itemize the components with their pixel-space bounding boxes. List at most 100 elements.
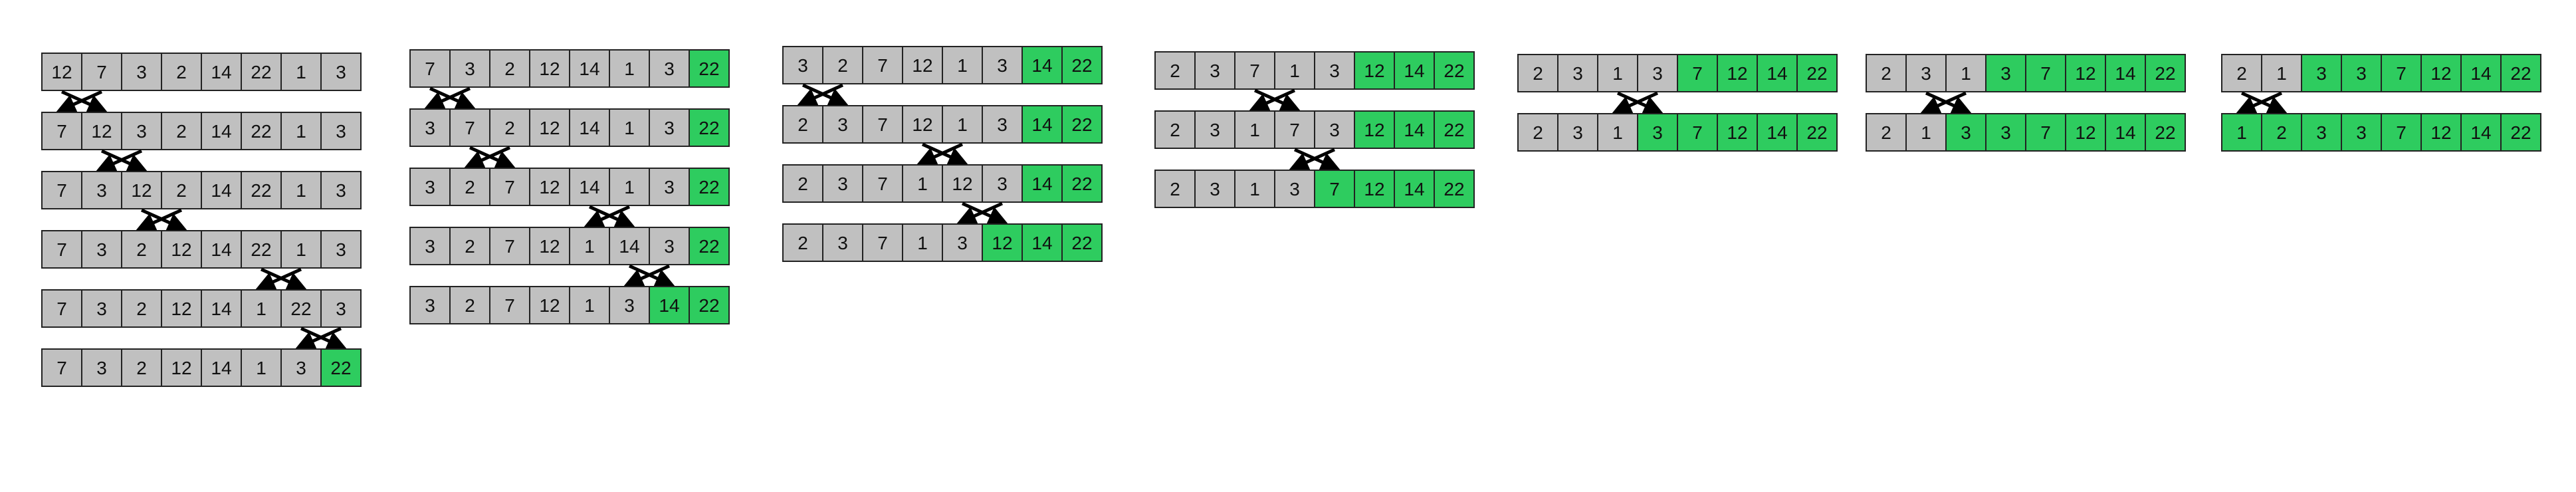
cell-value: 7 xyxy=(1329,179,1340,199)
cell-value: 7 xyxy=(877,174,888,194)
swap-arrows-icon xyxy=(95,149,148,173)
array-cell xyxy=(1274,170,1315,208)
cell-value: 3 xyxy=(96,358,107,378)
cell-value: 3 xyxy=(2000,63,2011,84)
array-cell xyxy=(201,53,242,91)
cell-value: 2 xyxy=(2276,122,2287,143)
array-cell xyxy=(1637,54,1678,92)
cell-value: 14 xyxy=(1404,120,1424,140)
cell-value: 22 xyxy=(251,239,271,260)
array-cell xyxy=(569,108,610,147)
array-cell-sorted xyxy=(1021,105,1063,144)
cell-value: 7 xyxy=(877,114,888,135)
cell-value: 7 xyxy=(1249,61,1260,81)
cell-value: 12 xyxy=(912,55,932,76)
array-cell-sorted xyxy=(1677,113,1718,152)
array-cell xyxy=(81,53,122,91)
array-cell xyxy=(649,168,690,206)
cell-value: 2 xyxy=(2236,63,2247,84)
array-cell xyxy=(320,171,362,209)
cell-value: 3 xyxy=(425,118,435,138)
cell-value: 12 xyxy=(1364,120,1384,140)
array-cell-sorted xyxy=(2381,113,2422,152)
cell-value: 3 xyxy=(997,55,1008,76)
cell-value: 7 xyxy=(56,180,67,201)
cell-value: 3 xyxy=(2000,122,2011,143)
array-cell xyxy=(241,112,282,150)
cell-value: 3 xyxy=(136,121,147,142)
array-cell xyxy=(409,49,451,88)
swap-arrows-icon xyxy=(1919,91,1973,115)
array-cell-sorted xyxy=(1434,170,1475,208)
cell-value: 14 xyxy=(1404,179,1424,199)
array-cell xyxy=(81,348,122,387)
cell-value: 3 xyxy=(1210,61,1220,81)
cell-value: 3 xyxy=(957,233,968,253)
cell-value: 12 xyxy=(171,239,191,260)
array-cell xyxy=(1517,54,1558,92)
array-cell xyxy=(1234,110,1275,149)
cell-value: 2 xyxy=(798,233,808,253)
cell-value: 3 xyxy=(1289,179,1300,199)
array-cell xyxy=(489,286,530,324)
array-cell xyxy=(1597,54,1638,92)
array-cell xyxy=(1194,51,1235,90)
cell-value: 3 xyxy=(664,177,675,197)
cell-value: 3 xyxy=(1210,179,1220,199)
array-cell xyxy=(449,108,490,147)
array-cell-sorted xyxy=(1717,54,1758,92)
cell-value: 22 xyxy=(698,118,719,138)
array-cell xyxy=(862,105,903,144)
array-cell-sorted xyxy=(689,49,730,88)
array-cell-sorted xyxy=(2105,113,2146,152)
cell-value: 1 xyxy=(957,55,968,76)
array-cell xyxy=(569,49,610,88)
cell-value: 12 xyxy=(539,295,560,316)
array-cell xyxy=(121,53,162,91)
cell-value: 2 xyxy=(176,62,187,82)
cell-value: 3 xyxy=(96,180,107,201)
array-cell-sorted xyxy=(1021,164,1063,203)
array-cell xyxy=(320,289,362,328)
cell-value: 2 xyxy=(504,118,515,138)
cell-value: 7 xyxy=(1692,122,1703,143)
array-cell xyxy=(529,168,570,206)
cell-value: 2 xyxy=(136,239,147,260)
array-cell-sorted xyxy=(2341,113,2382,152)
cell-value: 3 xyxy=(1572,63,1583,84)
cell-value: 22 xyxy=(1444,120,1464,140)
array-cell xyxy=(1274,51,1315,90)
cell-value: 14 xyxy=(211,180,231,201)
array-cell xyxy=(609,286,650,324)
cell-value: 14 xyxy=(211,299,231,319)
cell-value: 7 xyxy=(465,118,475,138)
cell-value: 22 xyxy=(1444,179,1464,199)
cell-value: 22 xyxy=(1444,61,1464,81)
cell-value: 3 xyxy=(798,55,808,76)
cell-value: 22 xyxy=(2155,122,2175,143)
cell-value: 12 xyxy=(1364,61,1384,81)
array-cell-sorted xyxy=(689,108,730,147)
swap-arrows-icon xyxy=(583,205,636,229)
cell-value: 2 xyxy=(798,114,808,135)
array-cell xyxy=(320,230,362,269)
array-cell-sorted xyxy=(1354,51,1395,90)
array-cell xyxy=(529,108,570,147)
array-cell xyxy=(121,112,162,150)
array-cell xyxy=(569,227,610,265)
array-cell xyxy=(161,348,202,387)
array-cell xyxy=(1234,170,1275,208)
cell-value: 2 xyxy=(136,299,147,319)
cell-value: 22 xyxy=(698,59,719,79)
cell-value: 2 xyxy=(136,358,147,378)
array-cell xyxy=(782,164,823,203)
cell-value: 7 xyxy=(96,62,107,82)
cell-value: 3 xyxy=(664,59,675,79)
cell-value: 1 xyxy=(1612,63,1623,84)
